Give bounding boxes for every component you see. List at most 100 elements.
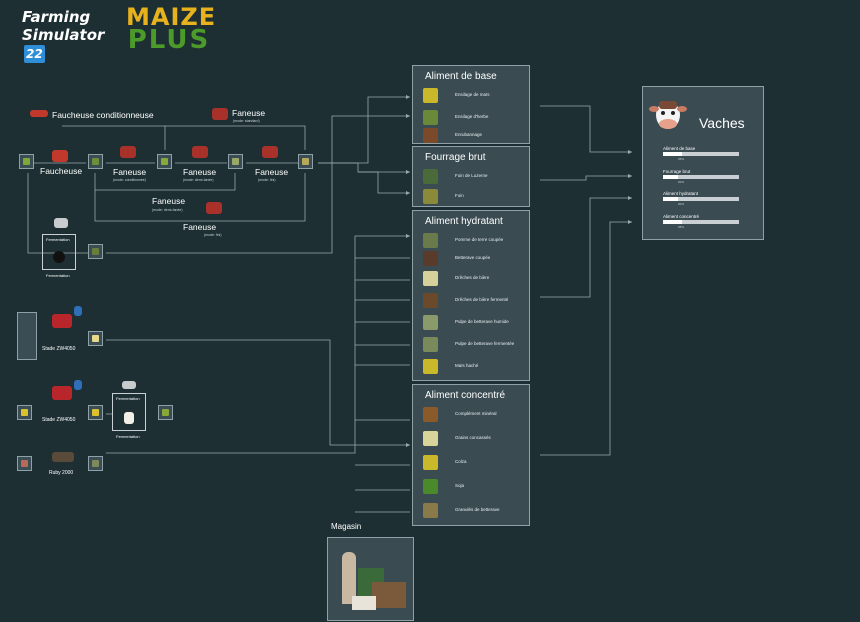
logo-line1: Farming bbox=[22, 8, 91, 26]
alfalfa-icon bbox=[423, 169, 438, 184]
list-item: Pulpe de betterave humide bbox=[421, 315, 529, 333]
cow-icon bbox=[649, 101, 687, 129]
maize-silage-node bbox=[158, 405, 173, 420]
tedder-arm-icon bbox=[54, 218, 68, 228]
list-item: Enrubannage bbox=[421, 128, 529, 146]
tedder-arm-icon bbox=[122, 381, 136, 389]
vaches-title: Vaches bbox=[699, 115, 745, 131]
ruby-label: Ruby 2000 bbox=[49, 470, 74, 476]
list-item: Complément minéral bbox=[421, 407, 529, 425]
list-item: Colza bbox=[421, 455, 529, 473]
item-label: Betterave coupée bbox=[455, 255, 491, 260]
item-label: Pulpe de betterave fermentée bbox=[455, 341, 515, 346]
chopped-potato-node bbox=[88, 331, 103, 346]
fermentation-box: Fermentation bbox=[42, 234, 76, 270]
grass-node bbox=[19, 154, 34, 169]
item-label: Enrubannage bbox=[455, 132, 483, 137]
rapeseed-icon bbox=[423, 455, 438, 470]
maize-node bbox=[17, 405, 32, 420]
item-label: Granulés de betterave bbox=[455, 507, 500, 512]
bar-label: Aliment hydratant bbox=[663, 191, 699, 196]
bale-icon bbox=[53, 251, 65, 263]
panel-title: Aliment concentré bbox=[425, 390, 506, 401]
item-label: Soja bbox=[455, 483, 465, 488]
harvester-icon bbox=[52, 386, 72, 400]
mower-icon bbox=[52, 150, 68, 162]
logo-line2: Simulator bbox=[22, 26, 105, 44]
header-icon bbox=[74, 380, 82, 390]
faucheuse-label: Faucheuse bbox=[40, 166, 83, 176]
panel-aliment-hydratant: Aliment hydratant Pomme de terre coupée … bbox=[412, 210, 530, 381]
pallet-icon bbox=[372, 582, 406, 608]
item-label: Colza bbox=[455, 459, 467, 464]
tedder-icon bbox=[212, 108, 228, 120]
hay-node bbox=[298, 154, 313, 169]
bale-icon bbox=[423, 128, 438, 143]
soy-icon bbox=[423, 479, 438, 494]
beet-icon bbox=[423, 251, 438, 266]
item-label: Ensilage d'herbe bbox=[455, 114, 489, 119]
silage-icon bbox=[423, 88, 438, 103]
tedder-icon bbox=[262, 146, 278, 158]
bar-label: Aliment de base bbox=[663, 146, 696, 151]
bale-icon bbox=[124, 412, 134, 424]
maize-plus-logo: MAIZE PLUS bbox=[126, 3, 217, 56]
logo-plus: PLUS bbox=[127, 25, 211, 55]
magasin-panel bbox=[327, 537, 414, 621]
fermented-grain-icon bbox=[423, 293, 438, 308]
faneuse-c-label: Faneuse bbox=[255, 167, 289, 177]
bar-fill bbox=[663, 152, 682, 156]
progress-bar bbox=[663, 197, 739, 201]
logo-maize: MAIZE bbox=[126, 3, 217, 31]
item-label: Drêches de bière fermenté bbox=[455, 297, 509, 302]
half-dried-node bbox=[228, 154, 243, 169]
list-item: Drêches de bière fermenté bbox=[421, 293, 529, 311]
grass-silage-icon bbox=[423, 110, 438, 125]
list-item: Foin de Luzerne bbox=[421, 169, 529, 187]
silage-node bbox=[88, 244, 103, 259]
chopped-maize-node bbox=[88, 405, 103, 420]
item-label: Pulpe de betterave humide bbox=[455, 319, 509, 324]
fermentation2-bottom: Fermentation bbox=[116, 434, 140, 439]
beet-node bbox=[17, 456, 32, 471]
grass-node-2 bbox=[157, 154, 172, 169]
logo-number: 22 bbox=[24, 45, 45, 63]
potato-icon bbox=[423, 233, 438, 248]
panel-fourrage-brut: Fourrage brut Foin de Luzerne Foin bbox=[412, 146, 530, 207]
bar-percent: 20% bbox=[678, 180, 685, 184]
list-item: Pomme de terre coupée bbox=[421, 233, 529, 251]
faneuse-b-sub: (mode: demi-fanée) bbox=[183, 178, 214, 182]
hay-icon bbox=[423, 189, 438, 204]
bar-label: Fourrage brut bbox=[663, 169, 691, 174]
faneuse-c-sub: (mode: fini) bbox=[258, 178, 276, 182]
faneuse-e-label: Faneuse bbox=[183, 222, 217, 232]
list-item: Pulpe de betterave fermentée bbox=[421, 337, 529, 355]
list-item: Ensilage de maïs bbox=[421, 88, 529, 106]
item-label: Foin de Luzerne bbox=[455, 173, 488, 178]
fermentation-box-2: Fermentation bbox=[112, 393, 146, 431]
faneuse-d-sub: (mode: demi-fanée) bbox=[152, 208, 183, 212]
list-item: Foin bbox=[421, 189, 529, 207]
header-icon bbox=[74, 306, 82, 316]
bar-percent: 20% bbox=[678, 202, 685, 206]
mineral-icon bbox=[423, 407, 438, 422]
potato-node bbox=[17, 312, 37, 360]
faneuse-b-label: Faneuse bbox=[183, 167, 217, 177]
magasin-title: Magasin bbox=[331, 522, 362, 531]
panel-title: Fourrage brut bbox=[425, 152, 486, 163]
beet-pellet-icon bbox=[423, 503, 438, 518]
bar-fill bbox=[663, 175, 679, 179]
stade1-label: Stade ZW4050 bbox=[42, 346, 76, 352]
cutter-icon bbox=[52, 452, 74, 462]
faneuse-e-sub: (mode: fini) bbox=[204, 233, 222, 237]
panel-vaches: Vaches Aliment de base 25% Fourrage brut… bbox=[642, 86, 764, 240]
item-label: Drêches de bière bbox=[455, 275, 490, 280]
silo-icon bbox=[342, 552, 356, 604]
harvester-icon bbox=[52, 314, 72, 328]
tedder-icon bbox=[206, 202, 222, 214]
faneuse-a-sub: (mode: conditionnée) bbox=[113, 178, 146, 182]
bar-label: Aliment concentré bbox=[663, 214, 700, 219]
beet-pulp-icon bbox=[423, 315, 438, 330]
list-item: Drêches de bière bbox=[421, 271, 529, 289]
progress-bar bbox=[663, 152, 739, 156]
